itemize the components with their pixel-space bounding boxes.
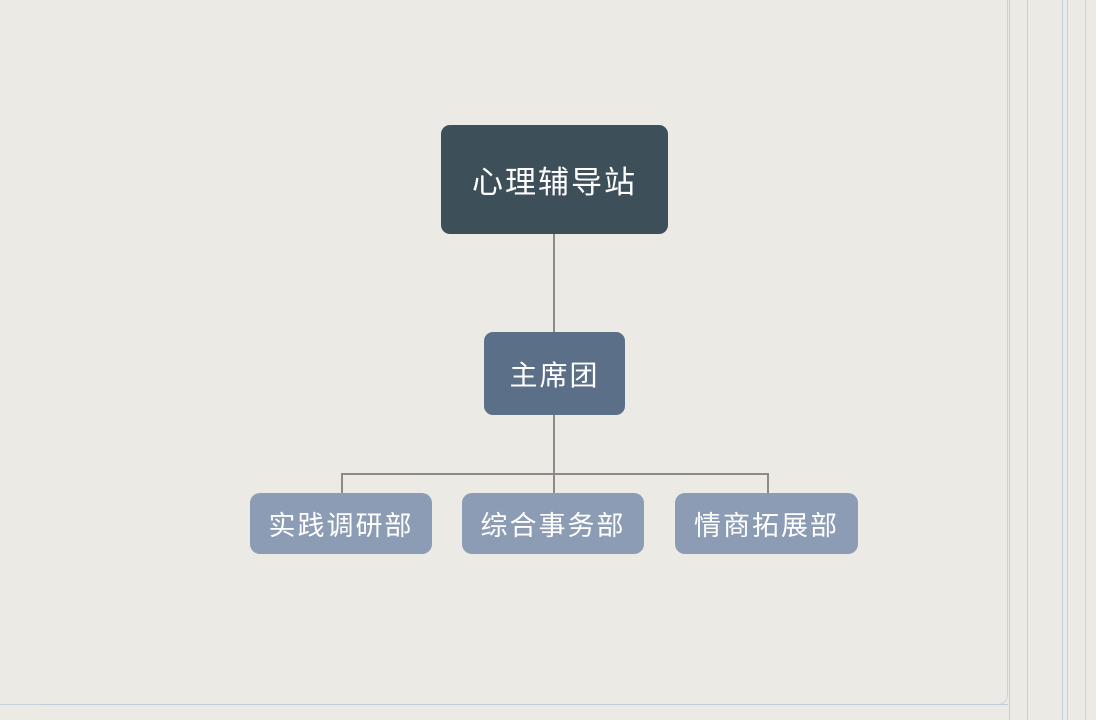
canvas-baseline-rule — [39, 704, 1008, 705]
connector-presidium-stem — [553, 415, 555, 474]
guide-rule-2 — [1027, 0, 1028, 720]
connector-drop-department-3 — [767, 473, 769, 494]
guide-rule-5 — [1085, 0, 1086, 720]
org-node-department-2[interactable]: 综合事务部 — [462, 493, 644, 554]
guide-rule-4 — [1067, 0, 1068, 720]
guide-rule-3 — [1062, 0, 1063, 720]
slide-canvas[interactable]: 心理辅导站 主席团 实践调研部 综合事务部 情商拓展部 — [0, 0, 1008, 705]
org-node-root[interactable]: 心理辅导站 — [441, 125, 668, 234]
org-node-department-3[interactable]: 情商拓展部 — [675, 493, 858, 554]
connector-drop-department-1 — [341, 473, 343, 494]
org-node-presidium[interactable]: 主席团 — [484, 332, 625, 415]
connector-root-to-presidium — [553, 234, 555, 332]
connector-drop-department-2 — [553, 473, 555, 494]
connector-horizontal-bus — [341, 473, 769, 475]
org-node-department-1[interactable]: 实践调研部 — [250, 493, 432, 554]
guide-rule-1 — [1009, 0, 1010, 720]
